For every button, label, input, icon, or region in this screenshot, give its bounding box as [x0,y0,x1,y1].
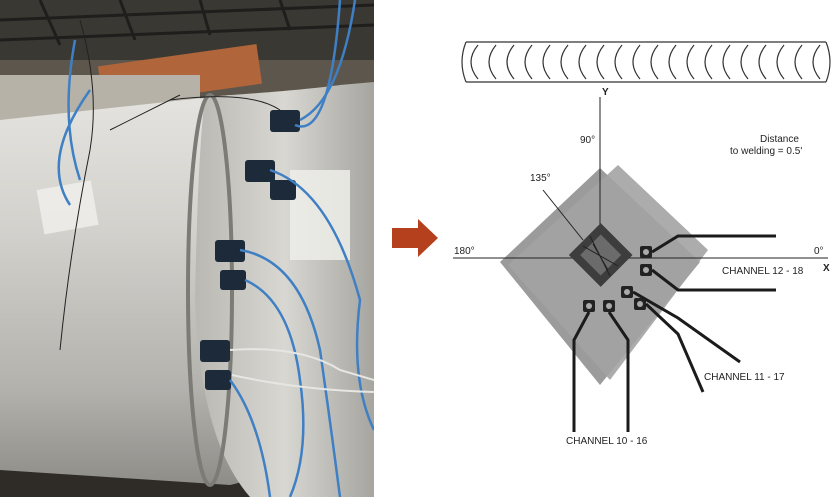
angle-135-label: 135° [530,173,551,184]
pipe-photograph [0,0,374,497]
channel-10-16-label: CHANNEL 10 - 16 [566,436,648,447]
x-axis-label: X [823,263,830,274]
right-arrow-icon [392,219,438,257]
pipe-photo-illustration [0,0,374,497]
wall-hatching [461,41,831,83]
angle-0-label: 0° [814,246,824,257]
diagram-drawing [453,41,831,432]
lead-wires [572,234,776,432]
diagonal-135-line [542,189,584,241]
channel-11-17-label: CHANNEL 11 - 17 [704,372,785,383]
channel-12-18-label: CHANNEL 12 - 18 [722,266,804,277]
strain-gauge-diagram: Y X 90° 135° 180° 0° Distance to welding… [378,0,836,497]
y-axis-label: Y [602,87,609,98]
angle-180-label: 180° [454,246,475,257]
angle-90-label: 90° [580,135,596,146]
distance-note-line2: to welding = 0.5' [730,146,803,157]
distance-note-line1: Distance [760,134,799,145]
